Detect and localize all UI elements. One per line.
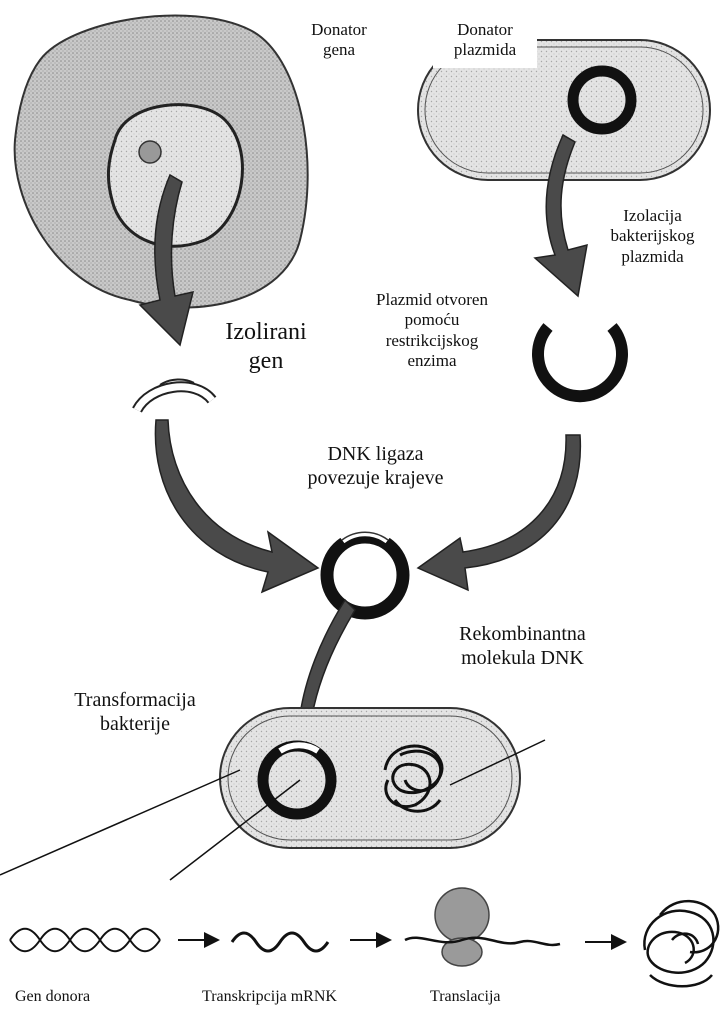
- label-transcription: Transkripcija mRNK: [202, 988, 337, 1006]
- folded-protein: [644, 901, 718, 986]
- pointer-line-left: [0, 770, 240, 875]
- dna-double-helix: [10, 929, 160, 952]
- blank-label-box: [548, 706, 698, 778]
- opened-plasmid: [538, 327, 622, 396]
- ribosome: [405, 888, 560, 966]
- recombinant-plasmid: [327, 532, 403, 613]
- isolated-gene-fragment: [137, 379, 212, 410]
- transformed-bacterium: [220, 708, 520, 848]
- label-gene-donor-bottom: Gen donora: [15, 988, 90, 1006]
- mrna-strand: [232, 933, 328, 951]
- label-translation: Translacija: [430, 988, 501, 1006]
